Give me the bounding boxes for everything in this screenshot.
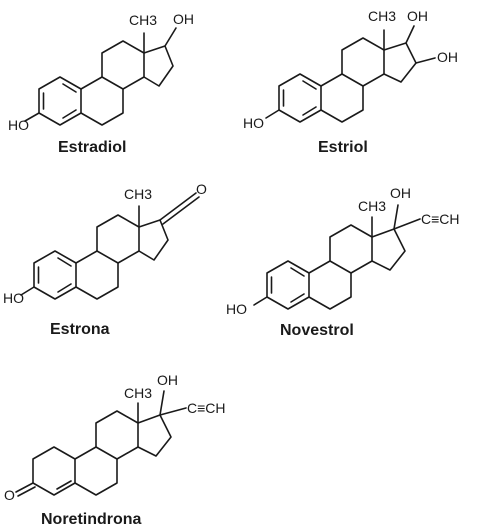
molecule-noretindrona: O CH3 OH C≡CH Noretindrona — [4, 372, 226, 528]
methyl-label: CH3 — [124, 385, 152, 401]
molecule-name-noretindrona: Noretindrona — [41, 511, 142, 528]
ethynyl-label: C≡CH — [421, 211, 460, 227]
methyl-label: CH3 — [368, 8, 396, 24]
ring-a-aromatic — [278, 73, 322, 123]
molecule-estriol: HO CH3 OH OH Estriol — [243, 8, 458, 156]
substituent-bonds — [265, 25, 436, 119]
ring-a-aromatic — [38, 76, 82, 126]
ring-b — [74, 446, 118, 496]
ethynyl-label: C≡CH — [187, 400, 226, 416]
molecule-novestrol: HO CH3 OH C≡CH Novestrol — [226, 185, 460, 339]
ketone-oxygen-label: O — [4, 487, 15, 503]
ring-c — [101, 40, 145, 90]
methyl-label: CH3 — [124, 186, 152, 202]
hydroxyl-label: HO — [3, 290, 24, 306]
hydroxyl-label-17: OH — [173, 11, 194, 27]
hydroxyl-label-17: OH — [407, 8, 428, 24]
ring-c — [341, 37, 385, 87]
methyl-label: CH3 — [358, 198, 386, 214]
ring-b — [80, 76, 124, 126]
ring-b — [308, 260, 352, 310]
hydroxyl-label: HO — [8, 117, 29, 133]
molecule-name-novestrol: Novestrol — [280, 322, 354, 339]
hydroxyl-label: HO — [243, 115, 264, 131]
ring-a-enone — [32, 446, 76, 496]
ring-a-aromatic — [33, 250, 77, 300]
ketone-oxygen-label: O — [196, 181, 207, 197]
ring-b — [75, 250, 119, 300]
ring-c — [96, 214, 140, 264]
molecule-name-estradiol: Estradiol — [58, 139, 126, 156]
hydroxyl-label: HO — [226, 301, 247, 317]
ring-a-aromatic — [266, 260, 310, 310]
ring-c — [95, 410, 139, 460]
molecule-name-estrona: Estrona — [50, 321, 110, 338]
methyl-label: CH3 — [129, 12, 157, 28]
ring-b — [320, 73, 364, 123]
hydroxyl-label-17: OH — [390, 185, 411, 201]
molecule-estrona: HO CH3 O Estrona — [3, 181, 207, 338]
substituent-bonds — [24, 27, 177, 122]
ring-d — [138, 219, 169, 261]
ring-d — [371, 228, 406, 271]
hydroxyl-label-16: OH — [437, 49, 458, 65]
ring-c — [329, 224, 373, 274]
molecule-estradiol: HO CH3 OH Estradiol — [8, 11, 194, 156]
hydroxyl-label-17: OH — [157, 372, 178, 388]
ring-d — [137, 414, 172, 457]
substituent-bonds — [253, 204, 421, 306]
ring-d — [143, 45, 174, 87]
molecule-name-estriol: Estriol — [318, 139, 368, 156]
ring-d — [383, 42, 417, 83]
substituent-bonds — [15, 390, 187, 497]
substituent-bonds — [20, 192, 200, 296]
